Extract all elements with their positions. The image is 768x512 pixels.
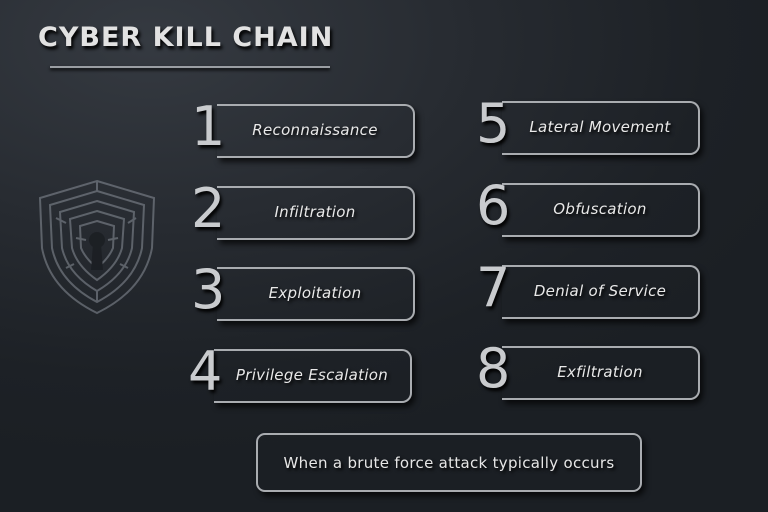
step-3: 3 Exploitation: [191, 263, 421, 323]
step-4: 4 Privilege Escalation: [188, 345, 418, 405]
step-label: Exfiltration: [557, 363, 643, 381]
step-box: [217, 104, 415, 158]
step-number: 8: [476, 337, 511, 400]
step-label: Reconnaissance: [252, 121, 378, 139]
step-label: Privilege Escalation: [235, 366, 389, 384]
title-underline: [50, 66, 330, 68]
step-label: Infiltration: [274, 203, 356, 221]
step-2: 2 Infiltration: [191, 182, 421, 242]
step-number: 5: [476, 92, 511, 155]
step-box: [217, 267, 415, 321]
step-number: 2: [191, 177, 226, 240]
step-box: [217, 186, 415, 240]
step-label: Obfuscation: [553, 200, 647, 218]
step-1: 1 Reconnaissance: [191, 100, 421, 160]
step-box: [502, 101, 700, 155]
step-box: [502, 183, 700, 237]
step-box: [214, 349, 412, 403]
page-title: CYBER KILL CHAIN: [38, 22, 334, 53]
maze-shield-keyhole-icon: [38, 179, 156, 315]
step-box: [502, 346, 700, 400]
step-label: Exploitation: [268, 284, 362, 302]
step-6: 6 Obfuscation: [476, 179, 706, 239]
step-number: 4: [188, 340, 223, 403]
step-5: 5 Lateral Movement: [476, 97, 706, 157]
step-label: Lateral Movement: [529, 118, 671, 136]
footer-note: When a brute force attack typically occu…: [256, 433, 642, 492]
step-number: 7: [476, 256, 511, 319]
step-8: 8 Exfiltration: [476, 342, 706, 402]
step-number: 3: [191, 258, 226, 321]
step-number: 1: [191, 95, 226, 158]
step-number: 6: [476, 174, 511, 237]
step-box: [502, 265, 700, 319]
step-label: Denial of Service: [533, 282, 667, 300]
step-7: 7 Denial of Service: [476, 261, 706, 321]
